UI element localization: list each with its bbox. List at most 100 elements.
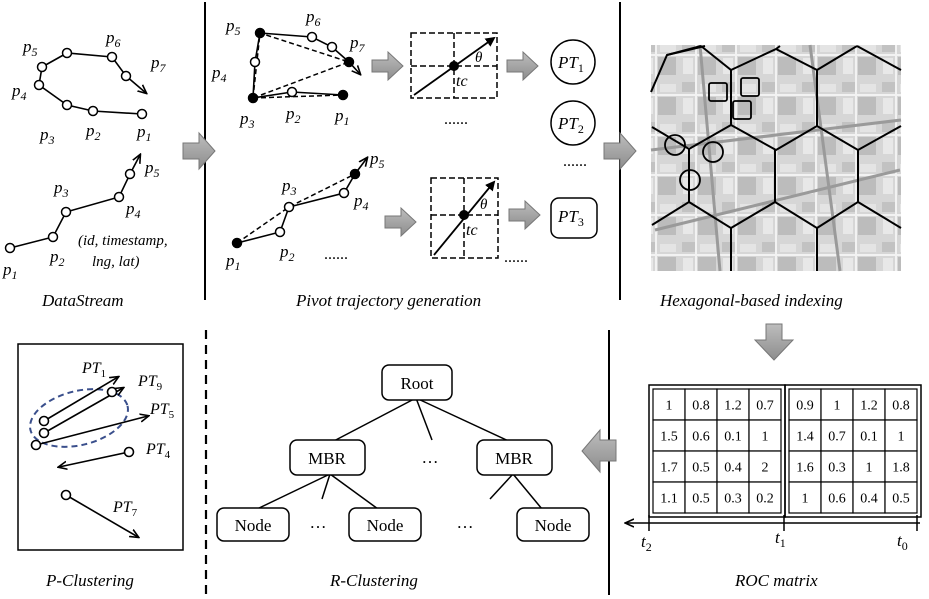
ellipsis: …: [310, 513, 327, 532]
matrix-value: 1.8: [892, 461, 910, 476]
matrix-value: 0.6: [828, 492, 846, 507]
caption-roc: ROC matrix: [734, 571, 818, 590]
tuple-text-1: (id, timestamp,: [78, 233, 168, 249]
matrix-value: 0.4: [860, 492, 878, 507]
tc-label: tc: [456, 73, 468, 90]
pt-node-3: PT3: [550, 197, 598, 239]
arrow-small-4: [508, 199, 541, 231]
matrix-cell: [684, 388, 718, 421]
label-p1: p1: [136, 122, 152, 144]
pivot-panel: p5 p6 p7 p4 p3 p2 p1 p5 p3 p4 p2 p1 ....…: [211, 7, 598, 310]
matrix-cell: [684, 419, 718, 452]
tree-node-mbr: MBR: [289, 439, 366, 476]
pivot-point: [349, 168, 361, 180]
theta-label: θ: [480, 197, 488, 213]
hex-panel: Hexagonal-based indexing: [650, 44, 902, 310]
matrix-value: 0.7: [756, 399, 774, 414]
point: [283, 201, 295, 213]
pivot-traj-2: [236, 158, 367, 244]
point: [106, 51, 118, 63]
matrix-value: 0.2: [756, 492, 774, 507]
hexagon-grid: [650, 45, 902, 271]
caption-pclust: P-Clustering: [45, 571, 134, 590]
pivot-point: [343, 56, 355, 68]
pivot-point: [254, 27, 266, 39]
matrix-cell: [716, 481, 750, 514]
matrix-value: 0.4: [724, 461, 742, 476]
svg-text:MBR: MBR: [495, 449, 533, 468]
label-p7: p7: [150, 53, 167, 75]
pt-label: PT4: [145, 441, 171, 461]
label-p4: p4: [125, 199, 141, 221]
label-p6: p6: [105, 28, 121, 50]
pt-node-2: PT2 ......: [550, 100, 596, 170]
centroid-dot: [449, 61, 459, 71]
point: [120, 70, 132, 82]
matrix-value: 1.2: [724, 399, 742, 414]
label-p4: p4: [11, 81, 27, 103]
label-p5: p5: [225, 16, 241, 38]
datastream-panel: p5 p6 p7 p4 p3 p2 p1 p5 p3 p4 p2 p1 (id,…: [2, 28, 168, 310]
matrix-cell: [716, 419, 750, 452]
caption-pivot: Pivot trajectory generation: [295, 291, 481, 310]
point: [61, 47, 73, 59]
label-p1: p1: [225, 251, 241, 273]
time-label-t1: t1: [775, 528, 786, 550]
arrow-left: [581, 428, 617, 474]
arrow-right-1: [182, 131, 216, 171]
point: [33, 79, 45, 91]
matrix-value: 1.2: [860, 399, 878, 414]
arrow-right-2: [603, 131, 637, 171]
matrix-value: 1.6: [796, 461, 814, 476]
matrix-value: 0.3: [828, 461, 846, 476]
label-p7: p7: [349, 33, 366, 55]
svg-text:Node: Node: [367, 516, 404, 535]
tree-node-leaf: Node: [348, 507, 422, 542]
matrix-value: 1: [802, 492, 809, 507]
matrix-cell: [884, 388, 918, 421]
pt-label: PT1: [81, 360, 106, 380]
svg-text:PT3: PT3: [557, 207, 584, 229]
tree-node-root: Root: [381, 364, 453, 401]
pivot-point: [247, 92, 259, 104]
ellipsis: ......: [324, 246, 348, 263]
ellipsis: ......: [563, 153, 587, 170]
hex-circles: [664, 134, 724, 191]
point: [124, 168, 136, 180]
matrix-value: 0.9: [796, 399, 814, 414]
point: [47, 231, 59, 243]
pivot-point: [337, 89, 349, 101]
label-p5: p5: [144, 158, 160, 180]
pivot-traj-2-dashed: [236, 173, 356, 244]
point: [4, 242, 16, 254]
pclust-panel: PT1 PT9 PT5 PT4 PT7 P-Clustering: [17, 343, 184, 590]
caption-hex: Hexagonal-based indexing: [659, 291, 843, 310]
matrix-value: 1.1: [660, 492, 678, 507]
matrix-cell: [884, 419, 918, 452]
point: [61, 99, 73, 111]
matrix-value: 0.6: [692, 430, 710, 445]
matrix-value: 0.8: [692, 399, 710, 414]
arrow-small-1: [371, 50, 404, 82]
matrix-cell: [748, 450, 782, 483]
label-p3: p3: [39, 125, 55, 147]
tc-box-2: θ tc ......: [430, 177, 528, 266]
tree-node-leaf: Node: [216, 507, 290, 542]
tree-node-leaf: Node: [516, 507, 590, 542]
arrow-small-2: [506, 50, 539, 82]
label-p5: p5: [369, 149, 385, 171]
tc-label: tc: [466, 222, 478, 239]
tree-node-mbr: MBR: [476, 439, 553, 476]
cluster-ellipse: [29, 388, 129, 448]
matrix-cell: [788, 481, 822, 514]
label-p2: p2: [49, 247, 65, 269]
label-p3: p3: [53, 178, 69, 200]
pclust-frame: [17, 343, 184, 551]
label-p3: p3: [239, 109, 255, 131]
label-p4: p4: [211, 63, 227, 85]
label-p3: p3: [281, 176, 297, 198]
